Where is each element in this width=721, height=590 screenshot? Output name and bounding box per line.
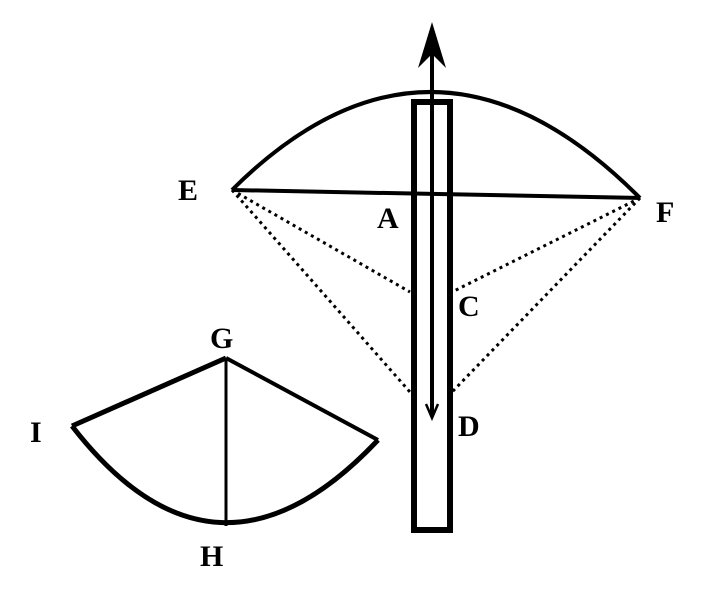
arc-ef	[230, 90, 642, 200]
dotted-e-d	[230, 189, 412, 393]
label-i: I	[30, 416, 42, 449]
segment-g-right	[225, 356, 379, 442]
label-a: A	[377, 202, 399, 235]
dotted-e-c	[231, 188, 411, 294]
segment-g-i	[70, 355, 228, 429]
label-g: G	[210, 322, 233, 355]
label-c: C	[458, 290, 480, 323]
arrow-tail-icon	[424, 403, 440, 422]
dotted-f-d	[450, 196, 642, 394]
label-d: D	[458, 410, 480, 443]
label-e: E	[178, 174, 198, 207]
label-h: H	[200, 540, 223, 573]
arrow-head-icon	[418, 22, 446, 68]
arc-i-h	[70, 424, 380, 526]
dotted-f-c	[451, 196, 641, 294]
label-f: F	[656, 196, 674, 229]
chord-ef	[231, 188, 641, 200]
